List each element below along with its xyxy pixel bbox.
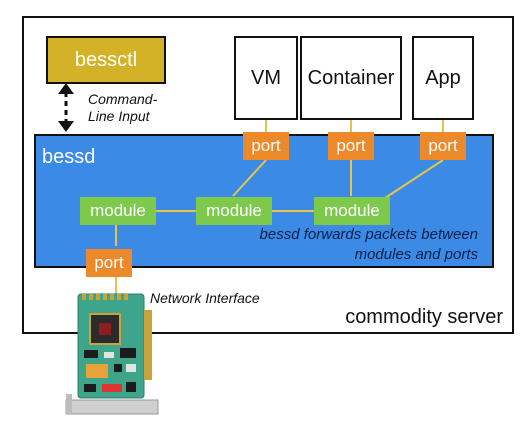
module-1: module: [80, 197, 156, 225]
bessctl-box: bessctl: [46, 36, 166, 84]
link-app-port-module: [381, 159, 444, 201]
network-card-icon: [65, 293, 159, 415]
port-vm: port: [243, 132, 289, 160]
container-box: Container: [300, 36, 402, 120]
commodity-server-label: commodity server: [345, 306, 503, 328]
network-interface-label: Network Interface: [150, 290, 260, 306]
bessd-label: bessd: [42, 146, 96, 168]
forward-description: bessd forwards packets between modules a…: [206, 225, 478, 265]
forward-description-line2: modules and ports: [354, 246, 478, 263]
cli-label: Command- Line Input: [88, 91, 157, 125]
cli-arrow-head-down: [58, 121, 74, 132]
forward-description-line1: bessd forwards packets between: [259, 226, 478, 243]
module-3: module: [314, 197, 390, 225]
link-vm-port-module: [232, 159, 267, 197]
vm-box: VM: [234, 36, 298, 120]
cli-arrow-head-up: [58, 83, 74, 94]
cli-label-line1: Command-: [88, 91, 158, 107]
port-nic: port: [86, 249, 132, 277]
module-2: module: [196, 197, 272, 225]
app-box: App: [412, 36, 474, 120]
port-container: port: [328, 132, 374, 160]
port-app: port: [420, 132, 466, 160]
cli-label-line2: Line Input: [88, 108, 150, 124]
